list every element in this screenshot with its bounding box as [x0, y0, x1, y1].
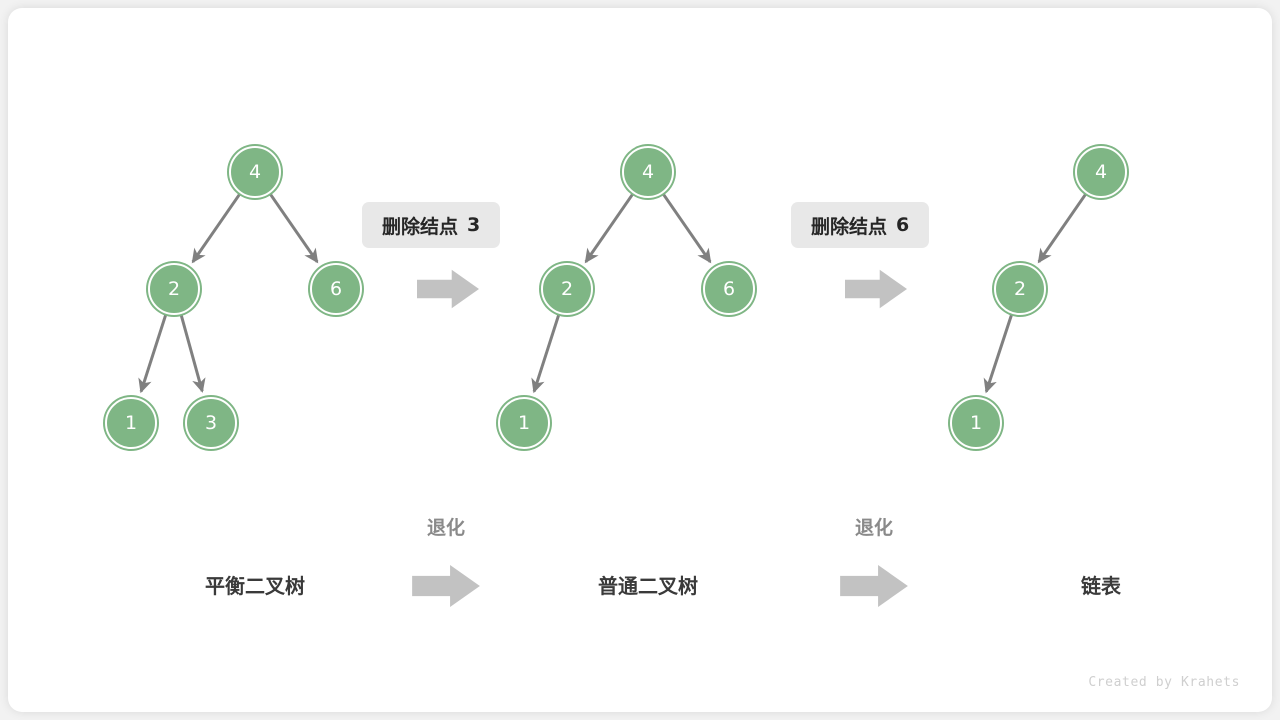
delete-node-label-text: 删除结点	[811, 216, 888, 238]
stage-caption: 普通二叉树	[598, 576, 698, 598]
tree-node-label: 1	[969, 411, 983, 434]
tree-node: 6	[703, 263, 755, 315]
tree-node: 4	[1075, 146, 1127, 198]
tree-node-label: 2	[560, 277, 574, 300]
tree-node-label: 4	[641, 160, 655, 183]
delete-node-label: 删除结点 6	[791, 202, 930, 248]
tree-node: 1	[498, 397, 550, 449]
tree-node: 1	[105, 397, 157, 449]
figure-card: 4 2 6 1 3 4 2 6 1 4 2 1 删除结点 3 退化 删除结点 6 退化平衡二叉树 普通二叉树 链表 C…	[8, 8, 1272, 712]
tree-node-label: 3	[204, 411, 218, 434]
transition-arrow	[845, 269, 907, 309]
tree-node: 6	[310, 263, 362, 315]
tree-edge	[584, 193, 634, 264]
delete-node-label-value: 6	[896, 214, 910, 236]
tree-edge	[662, 193, 712, 264]
tree-node-label: 6	[722, 277, 736, 300]
tree-node-label: 2	[167, 277, 181, 300]
tree-node-label: 2	[1013, 277, 1027, 300]
delete-node-label-text: 删除结点	[382, 216, 459, 238]
tree-edge	[531, 314, 561, 394]
stage-caption: 平衡二叉树	[205, 576, 305, 598]
tree-node-label: 1	[124, 411, 138, 434]
tree-node: 2	[148, 263, 200, 315]
stage-caption: 链表	[1081, 576, 1121, 598]
degrade-arrow	[840, 565, 908, 607]
tree-node-label: 4	[248, 160, 262, 183]
tree-node: 1	[950, 397, 1002, 449]
tree-node-label: 1	[517, 411, 531, 434]
transition-arrow	[417, 269, 479, 309]
tree-node: 4	[229, 146, 281, 198]
tree-edge	[983, 314, 1014, 394]
tree-node: 3	[185, 397, 237, 449]
tree-edge	[191, 193, 241, 264]
tree-node-label: 4	[1094, 160, 1108, 183]
watermark: Created by Krahets	[1088, 675, 1240, 690]
tree-edge	[179, 314, 206, 393]
tree-edge	[138, 314, 168, 394]
tree-node: 2	[541, 263, 593, 315]
tree-node-label: 6	[329, 277, 343, 300]
degrade-label: 退化	[426, 518, 466, 539]
tree-edge	[1037, 193, 1087, 264]
degrade-arrow	[412, 565, 480, 607]
tree-node: 4	[622, 146, 674, 198]
degrade-label: 退化	[854, 518, 894, 539]
tree-edges-layer	[138, 193, 1087, 394]
tree-edge	[269, 193, 319, 264]
tree-node: 2	[994, 263, 1046, 315]
delete-node-label: 删除结点 3	[362, 202, 501, 248]
delete-node-label-value: 3	[467, 214, 481, 236]
